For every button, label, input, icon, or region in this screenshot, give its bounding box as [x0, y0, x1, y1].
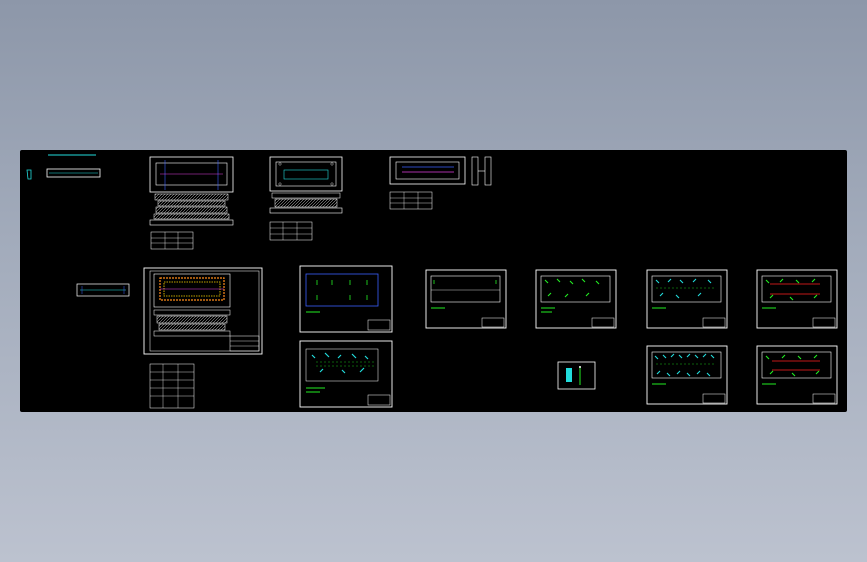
plate-sheet-2[interactable] [299, 340, 393, 408]
plate-sheet-6[interactable] [756, 269, 838, 329]
lower-die-plate-drawing[interactable] [269, 156, 343, 241]
plate-sheet-7[interactable] [646, 345, 728, 405]
plate-sheet-8[interactable] [756, 345, 838, 405]
punch-holder-drawing[interactable] [389, 156, 492, 210]
plate-sheet-4[interactable] [535, 269, 617, 329]
ejector-detail[interactable] [76, 283, 130, 297]
main-assembly-sheet[interactable] [143, 267, 263, 409]
model-space-top-left-detail[interactable] [26, 154, 101, 180]
die-assembly-drawing[interactable] [149, 156, 234, 250]
plate-sheet-1[interactable] [299, 265, 393, 333]
ucs-icon-block[interactable] [557, 361, 596, 390]
plate-sheet-3[interactable] [425, 269, 507, 329]
cad-drawing-canvas[interactable] [20, 150, 847, 412]
model-space-drawing[interactable] [20, 150, 847, 412]
plate-sheet-5[interactable] [646, 269, 728, 329]
